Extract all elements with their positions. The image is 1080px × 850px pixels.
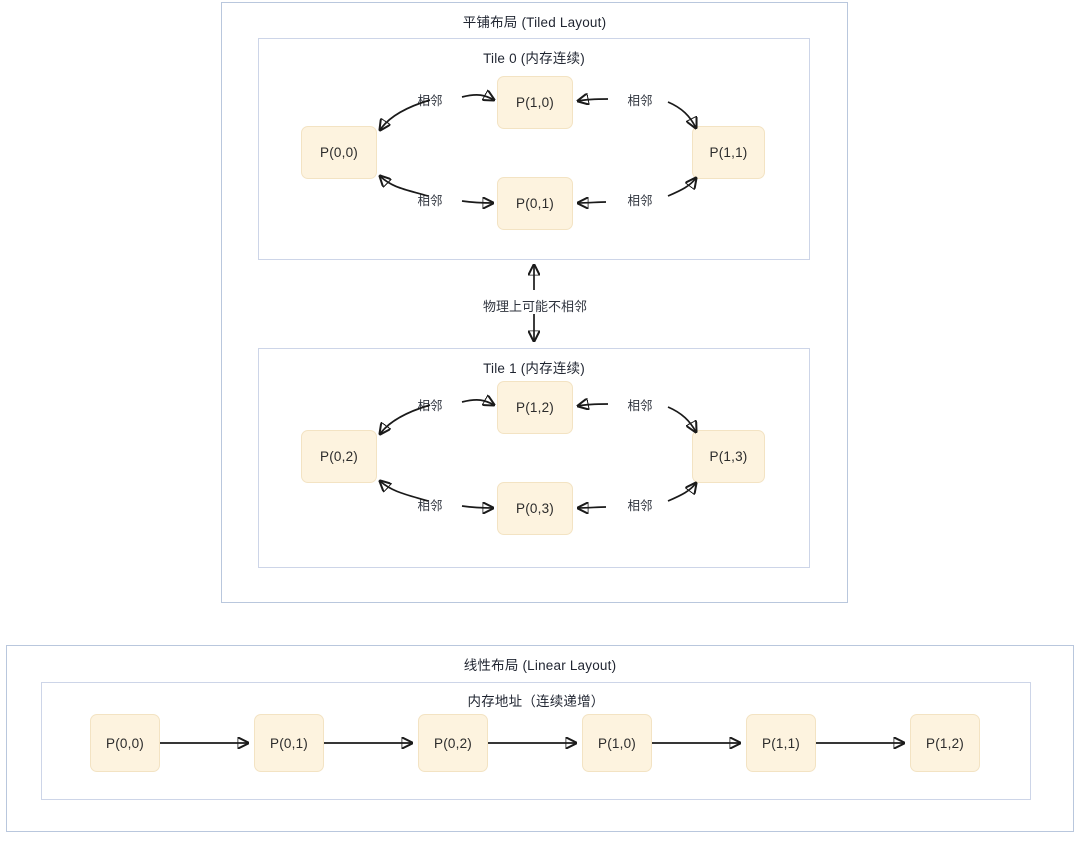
tile-1-title: Tile 1 (内存连续) (483, 361, 585, 376)
linear-node-4[interactable]: P(1,1) (746, 714, 816, 772)
tile-0-edge-label-bottom-left: 相邻 (417, 194, 443, 208)
tile-0-node-right[interactable]: P(1,1) (692, 126, 765, 179)
tile-1-edge-label-bottom-right: 相邻 (627, 499, 653, 513)
tile-0-node-left[interactable]: P(0,0) (301, 126, 377, 179)
tiled-layout-title: 平铺布局 (Tiled Layout) (462, 15, 607, 30)
tile-1-node-right[interactable]: P(1,3) (692, 430, 765, 483)
linear-node-0[interactable]: P(0,0) (90, 714, 160, 772)
tile-1-edge-label-top-left: 相邻 (417, 399, 443, 413)
tile-1-edge-label-bottom-left: 相邻 (417, 499, 443, 513)
tile-0-edge-label-top-left: 相邻 (417, 94, 443, 108)
tile-1-node-top[interactable]: P(1,2) (497, 381, 573, 434)
tile-0-title: Tile 0 (内存连续) (483, 51, 585, 66)
linear-node-3[interactable]: P(1,0) (582, 714, 652, 772)
tile-0-node-bottom[interactable]: P(0,1) (497, 177, 573, 230)
tile-1-node-left[interactable]: P(0,2) (301, 430, 377, 483)
memory-address-container (41, 682, 1031, 800)
linear-layout-title: 线性布局 (Linear Layout) (463, 658, 617, 673)
tile-0-edge-label-bottom-right: 相邻 (627, 194, 653, 208)
memory-address-subtitle: 内存地址（连续递增） (467, 694, 605, 709)
tile-0-node-top[interactable]: P(1,0) (497, 76, 573, 129)
linear-node-5[interactable]: P(1,2) (910, 714, 980, 772)
tile-0-edge-label-top-right: 相邻 (627, 94, 653, 108)
linear-node-1[interactable]: P(0,1) (254, 714, 324, 772)
linear-node-2[interactable]: P(0,2) (418, 714, 488, 772)
tile-1-node-bottom[interactable]: P(0,3) (497, 482, 573, 535)
tile-1-edge-label-top-right: 相邻 (627, 399, 653, 413)
between-tiles-label: 物理上可能不相邻 (482, 299, 587, 314)
